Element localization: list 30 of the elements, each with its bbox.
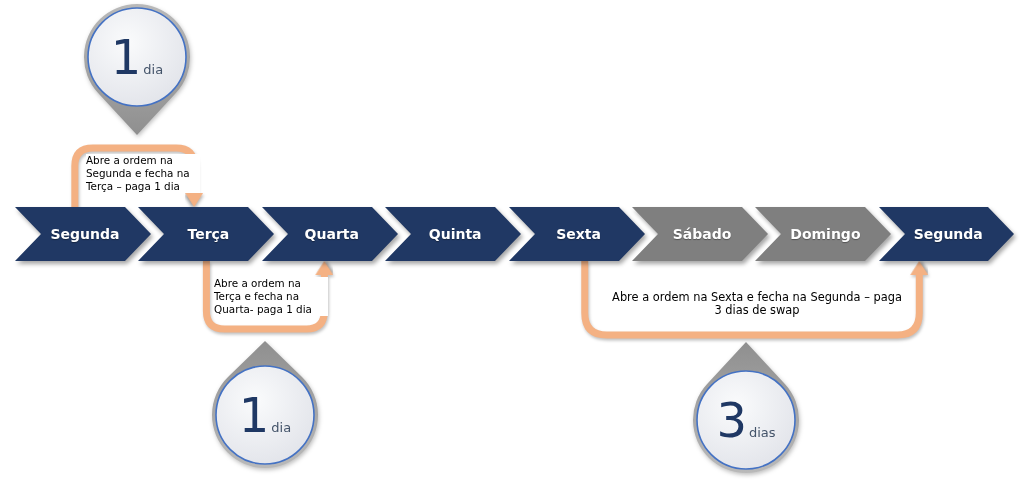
chevron-step bbox=[878, 207, 1014, 261]
unit-label: dia bbox=[271, 420, 292, 435]
day-label: Sexta bbox=[556, 225, 601, 243]
chevron-step bbox=[261, 207, 398, 261]
curved-arrow bbox=[202, 261, 334, 333]
day-label: Terça bbox=[187, 225, 230, 243]
chevron-step bbox=[755, 207, 892, 261]
edge-label: Abre a ordem na Terça e fecha na Quarta- paga 1 dia bbox=[214, 277, 328, 316]
chevron-step bbox=[15, 207, 151, 261]
curved-arrow bbox=[71, 144, 204, 207]
day-label: Segunda bbox=[913, 225, 983, 243]
unit-label: dia bbox=[143, 62, 164, 77]
pin-marker bbox=[692, 342, 800, 474]
chevron-step bbox=[508, 207, 645, 261]
day-label: Segunda bbox=[50, 225, 120, 243]
chevron-step bbox=[632, 207, 768, 261]
day-label: Domingo bbox=[790, 225, 861, 243]
count-number: 1 bbox=[110, 33, 142, 81]
chevron-step bbox=[385, 207, 522, 261]
day-label: Quarta bbox=[304, 225, 359, 243]
curved-arrow bbox=[581, 261, 929, 339]
day-label: Quinta bbox=[428, 225, 482, 243]
unit-label: dias bbox=[748, 425, 776, 440]
count-number: 3 bbox=[716, 396, 747, 444]
edge-label: Abre a ordem na Segunda e fecha na Terça – paga 1 dia bbox=[86, 154, 200, 193]
count-number: 1 bbox=[238, 391, 270, 439]
day-label: Sábado bbox=[672, 225, 732, 243]
pin-marker bbox=[83, 3, 191, 135]
pin-marker bbox=[211, 341, 319, 469]
chevron-step bbox=[138, 207, 275, 261]
